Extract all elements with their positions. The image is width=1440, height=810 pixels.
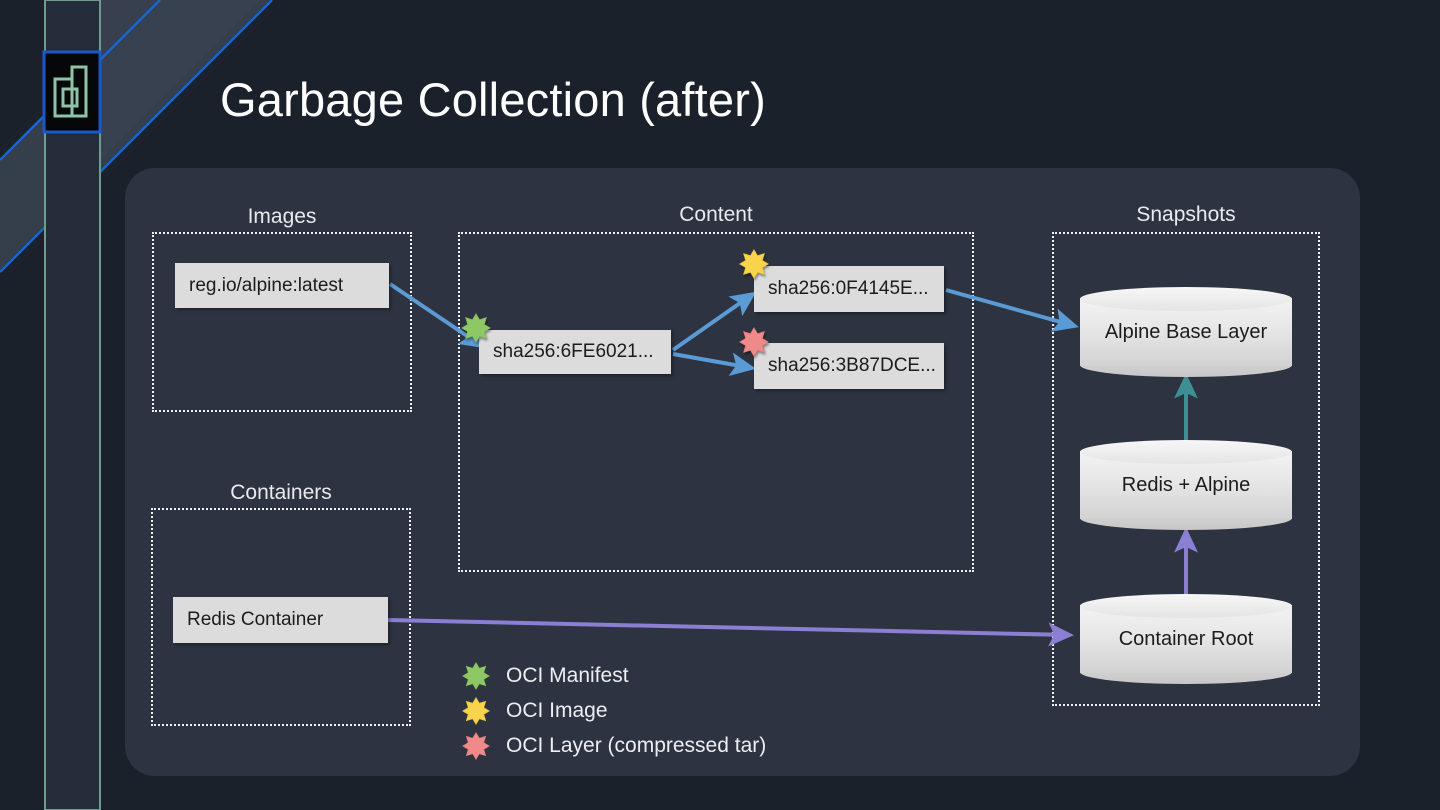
legend: OCI Manifest OCI Image OCI Layer (compre… — [462, 658, 766, 763]
red-star-icon — [739, 327, 769, 357]
group-box-containers — [151, 508, 411, 726]
yellow-star-icon — [739, 249, 769, 279]
node-image-ref[interactable]: reg.io/alpine:latest — [175, 263, 389, 308]
containerd-d-logo-icon — [53, 65, 88, 118]
group-label-images: Images — [247, 205, 317, 228]
legend-label: OCI Image — [506, 698, 608, 722]
green-star-icon — [461, 313, 491, 343]
cylinder-label: Container Root — [1118, 627, 1254, 650]
yellow-star-icon — [462, 696, 490, 725]
page-title: Garbage Collection (after) — [220, 73, 766, 126]
node-oci-image[interactable]: sha256:0F4145E... — [754, 266, 944, 312]
node-container-root[interactable]: Container Root — [1080, 594, 1292, 684]
cylinder-label: Alpine Base Layer — [1104, 320, 1268, 343]
legend-label: OCI Layer (compressed tar) — [506, 733, 767, 757]
group-box-snapshots — [1052, 232, 1320, 706]
node-redis-container[interactable]: Redis Container — [173, 597, 388, 643]
group-label-snapshots: Snapshots — [1136, 203, 1236, 226]
cylinder-top — [1080, 594, 1292, 618]
node-oci-layer[interactable]: sha256:3B87DCE... — [754, 343, 944, 389]
group-box-content — [458, 232, 974, 572]
legend-label: OCI Manifest — [506, 663, 629, 687]
group-box-images — [152, 232, 412, 412]
red-star-icon — [462, 731, 490, 760]
group-label-content: Content — [679, 203, 753, 226]
group-label-containers: Containers — [230, 481, 332, 504]
green-star-icon — [462, 661, 490, 690]
legend-item: OCI Image — [462, 693, 766, 728]
legend-item: OCI Manifest — [462, 658, 766, 693]
cylinder-label: Redis + Alpine — [1121, 473, 1251, 496]
logo-tile — [42, 50, 102, 134]
cylinder-top — [1080, 287, 1292, 311]
cylinder-top — [1080, 440, 1292, 464]
diagonal-band-edge-1 — [0, 0, 161, 161]
node-redis-plus-alpine[interactable]: Redis + Alpine — [1080, 440, 1292, 530]
vertical-stripe — [44, 0, 101, 810]
node-alpine-base-layer[interactable]: Alpine Base Layer — [1080, 287, 1292, 377]
legend-item: OCI Layer (compressed tar) — [462, 728, 766, 763]
node-oci-manifest[interactable]: sha256:6FE6021... — [479, 330, 671, 374]
